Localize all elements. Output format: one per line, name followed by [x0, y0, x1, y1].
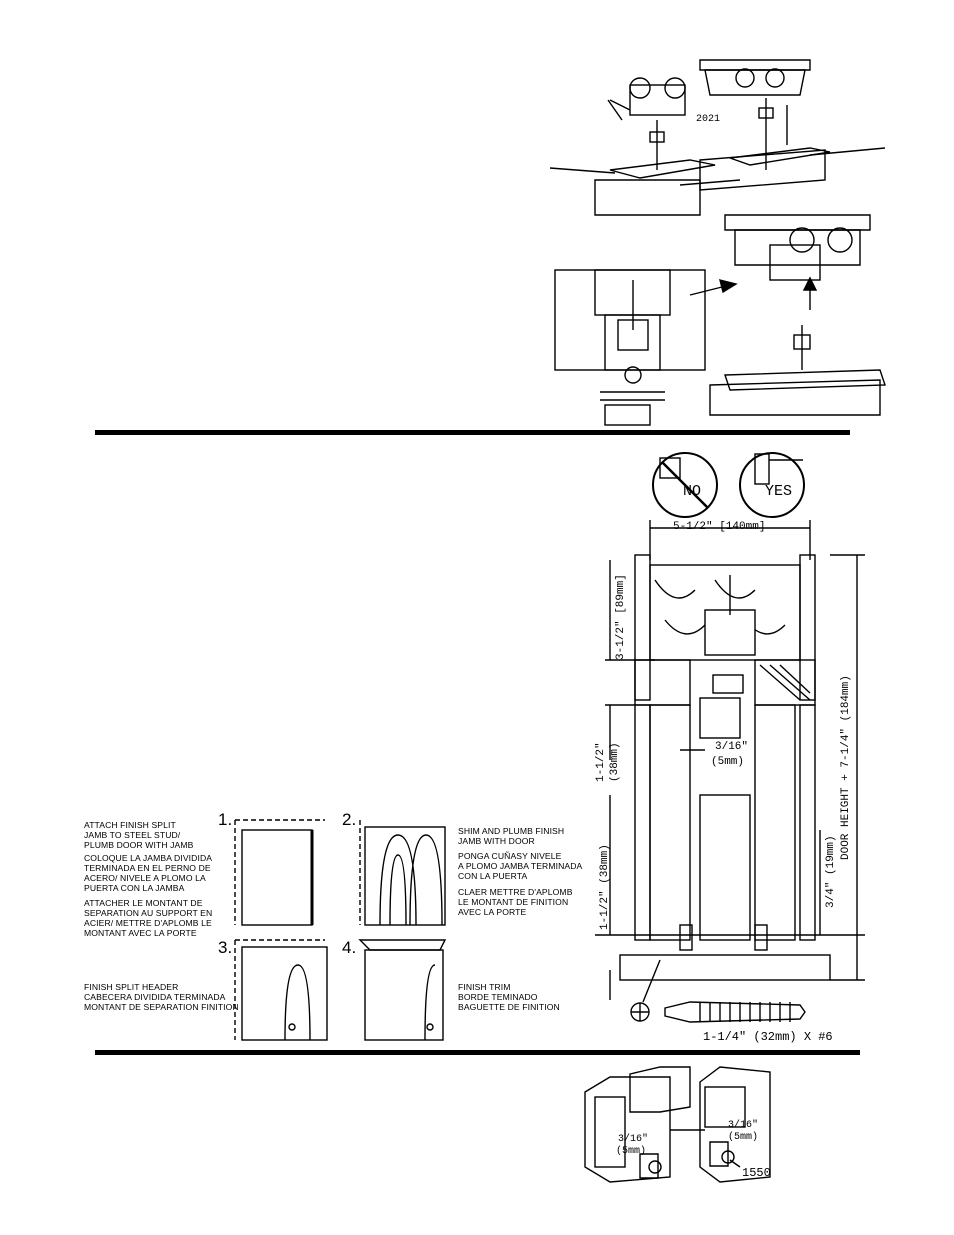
dim-38mm-top: (38mm): [609, 742, 621, 782]
step4-number: 4.: [342, 938, 357, 957]
jamb-elevation-drawing: 5-1/2" [140mm] 3-1/2" [89mm] 1-1/2" (38m…: [595, 520, 865, 1044]
yes-label: YES: [765, 483, 793, 500]
step2-fr: CLAER METTRE D'APLOMB LE MONTANT DE FINI…: [458, 887, 573, 917]
yes-indicator: YES: [737, 450, 807, 520]
step2-number: 2.: [342, 810, 357, 829]
dim-3-4: 3/4" (19mm): [825, 835, 837, 908]
step2-es: PONGA CUÑASY NIVELE A PLOMO JAMBA TERMIN…: [458, 851, 583, 881]
clip-dim-right-mm: (5mm): [728, 1132, 759, 1143]
step3-number: 3.: [218, 938, 233, 957]
split-jamb-clip-illustration: 3/16" (5mm) 3/16" (5mm) 1550: [580, 1062, 780, 1192]
screw-label: 1-1/4" (32mm) X #6: [703, 1030, 833, 1044]
clip-dim-right-in: 3/16": [728, 1120, 759, 1131]
dim-5mm: (5mm): [711, 756, 745, 768]
dim-width: 5-1/2" [140mm]: [673, 521, 766, 533]
step1-es: COLOQUE LA JAMBA DIVIDIDA TERMINADA EN E…: [84, 853, 213, 893]
section-divider-top: [95, 430, 850, 435]
clip-dim-left-in: 3/16": [618, 1134, 649, 1145]
step3-text: FINISH SPLIT HEADER CABECERA DIVIDIDA TE…: [84, 982, 239, 1012]
step2-en: SHIM AND PLUMB FINISH JAMB WITH DOOR: [458, 826, 565, 846]
step1-number: 1.: [218, 810, 233, 829]
clip-dim-left-mm: (5mm): [616, 1146, 647, 1157]
dim-3-1-2: 3-1/2" [89mm]: [615, 574, 627, 660]
callout-2021: 2021: [696, 114, 721, 125]
no-indicator: NO: [650, 450, 720, 520]
section-divider-bottom: [95, 1050, 860, 1055]
step1-fr: ATTACHER LE MONTANT DE SEPARATION AU SUP…: [84, 898, 213, 938]
hanger-assembly-illustration: 2021: [540, 40, 900, 430]
no-label: NO: [683, 483, 702, 500]
step4-text: FINISH TRIM BORDE TEMINADO BAGUETTE DE F…: [458, 982, 560, 1012]
part-1550-label: 1550: [742, 1166, 771, 1180]
dim-1-1-2-top: 1-1/2": [595, 742, 607, 782]
step1-en: ATTACH FINISH SPLIT JAMB TO STEEL STUD/ …: [84, 820, 194, 850]
dim-door-height: DOOR HEIGHT + 7-1/4" (184mm): [840, 675, 852, 860]
dim-1-1-2-bottom: 1-1/2" (38mm): [599, 844, 611, 930]
step-panels-illustration: [230, 815, 460, 1045]
dim-3-16: 3/16": [715, 741, 749, 753]
